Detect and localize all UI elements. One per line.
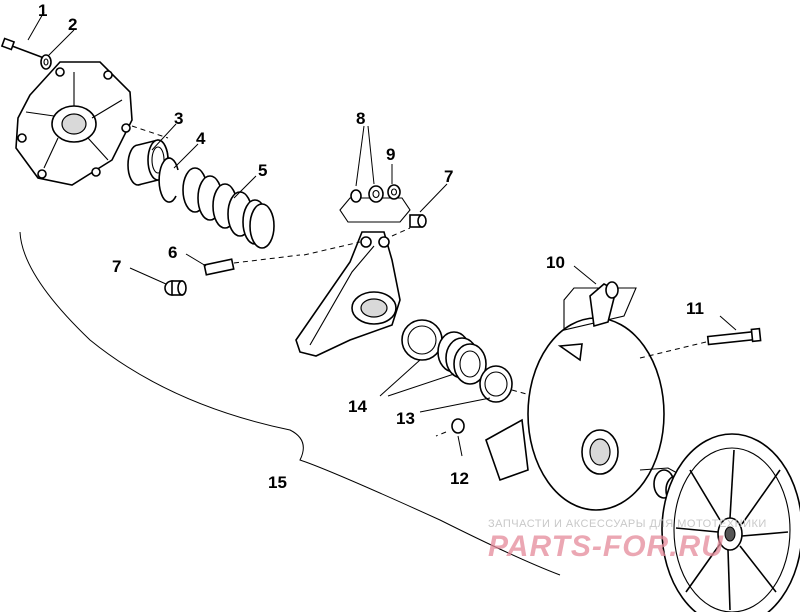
roller-bracket-part [563, 281, 637, 331]
callout-label: 5 [258, 161, 267, 180]
callout-label: 11 [686, 299, 704, 318]
long-bolt-part [639, 327, 762, 359]
watermark-caption: ЗАПЧАСТИ И АКСЕССУАРЫ ДЛЯ МОТОТЕХНИКИ [488, 518, 767, 530]
pin-part [203, 254, 301, 276]
button-left-part [164, 280, 187, 296]
callout-label: 12 [450, 469, 469, 488]
callout-label: 13 [396, 409, 415, 428]
spring-part [182, 167, 275, 249]
assembly-brace-line [19, 231, 561, 576]
cover-plate-part [15, 61, 169, 186]
callout-label: 7 [444, 167, 453, 186]
watermark-logo: PARTS-FOR.RU [488, 530, 724, 563]
ring-set-part [401, 319, 549, 403]
washer-part [40, 54, 52, 70]
callout-label: 7 [112, 257, 121, 276]
button-right-part [409, 214, 427, 228]
snap-ring-part [158, 157, 179, 203]
callout-label: 2 [68, 15, 77, 34]
callout-label: 8 [356, 109, 365, 128]
nut-part [435, 418, 465, 437]
leader-lines [27, 11, 737, 457]
fixed-sheave-part [485, 317, 699, 511]
washer-set-part [339, 184, 411, 223]
callout-label: 4 [196, 129, 206, 148]
callout-label: 9 [386, 145, 395, 164]
callout-label: 1 [38, 1, 47, 20]
bolt-part [0, 37, 45, 59]
callout-label: 15 [268, 473, 287, 492]
callout-label: 14 [348, 397, 367, 416]
spider-arm-part [295, 227, 411, 357]
callout-label: 3 [174, 109, 183, 128]
callout-label: 10 [546, 253, 565, 272]
spoked-sheave-part [661, 433, 800, 612]
callout-label: 6 [168, 243, 177, 262]
